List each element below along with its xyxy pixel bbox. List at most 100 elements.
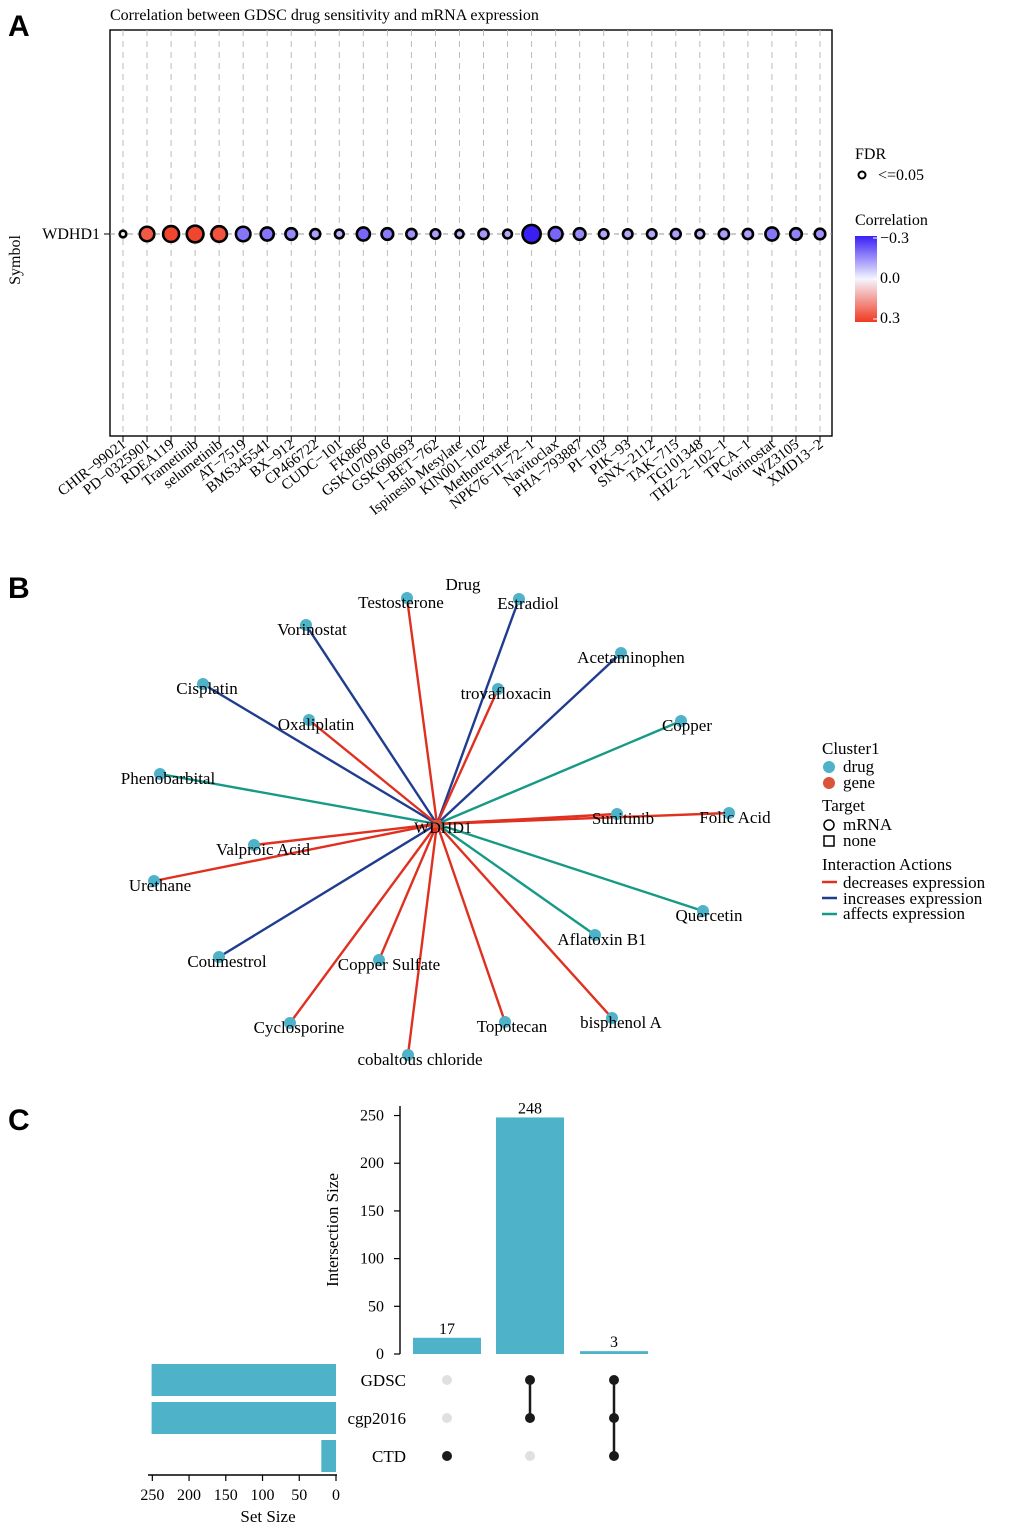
panel-a-x-tick-labels: CHIR−99021PD−0325901RDEA119Trametinibsel… xyxy=(55,436,826,519)
set-tick-label: 0 xyxy=(332,1487,340,1504)
panel-label-b: B xyxy=(8,572,30,605)
drug-node-label: Aflatoxin B1 xyxy=(557,930,646,949)
panel-a-legend: FDR <=0.05 Correlation −0.3 0.0 0.3 xyxy=(855,146,928,327)
panel-b-edges xyxy=(153,597,730,1056)
drug-node xyxy=(697,905,709,917)
panel-c-set-bars xyxy=(151,1364,336,1472)
set-tick-label: 200 xyxy=(177,1487,201,1504)
legend-drug-label: drug xyxy=(843,757,875,776)
matrix-dot-active xyxy=(609,1375,619,1385)
bubble-point xyxy=(333,228,345,240)
legend-gene-dot xyxy=(823,777,835,789)
legend-decreases-label: decreases expression xyxy=(843,873,986,892)
drug-node-label: Copper xyxy=(662,716,712,735)
bubble-point xyxy=(764,226,780,242)
bubble-point xyxy=(355,226,372,242)
drug-node-label: Valproic Acid xyxy=(216,840,310,859)
bubble-point xyxy=(741,227,755,241)
edge xyxy=(406,823,439,1056)
legend-mrna-shape xyxy=(823,819,835,831)
drug-node xyxy=(284,1017,296,1029)
edge xyxy=(253,822,438,847)
bubble-point xyxy=(788,226,804,242)
panel-a-plot-border xyxy=(109,29,833,437)
bubble-point xyxy=(284,226,299,242)
set-size-bar xyxy=(321,1440,336,1472)
set-size-bar xyxy=(151,1402,336,1434)
legend-fdr-item: <=0.05 xyxy=(878,167,924,184)
matrix-dot-active xyxy=(525,1375,535,1385)
edge xyxy=(304,624,439,825)
drug-node-label: Copper Sulfate xyxy=(338,955,440,974)
y-tick-label: 100 xyxy=(360,1251,384,1268)
matrix-dot-active xyxy=(442,1451,452,1461)
matrix-dot-active xyxy=(525,1413,535,1423)
bubble-point xyxy=(717,227,731,241)
set-name-label: cgp2016 xyxy=(347,1409,406,1428)
drug-node-label: Quercetin xyxy=(675,906,743,925)
edge xyxy=(159,772,438,826)
legend-fdr-dot xyxy=(857,170,867,180)
bubble-point xyxy=(694,228,706,240)
bubble-point xyxy=(501,228,514,240)
edge xyxy=(436,811,730,826)
drug-node-label: Sunitinib xyxy=(592,809,654,828)
y-tick-label: 50 xyxy=(368,1298,384,1315)
drug-node-label: Phenobarbital xyxy=(121,769,216,788)
drug-node xyxy=(499,1016,511,1028)
bubble-point xyxy=(547,225,564,243)
bar-value-label: 248 xyxy=(518,1100,542,1117)
bubble-point xyxy=(645,227,658,241)
panel-a-ylabel: Symbol xyxy=(7,235,24,285)
panel-label-a: A xyxy=(8,10,30,43)
bubble-point xyxy=(597,227,610,241)
bubble-point xyxy=(259,226,276,242)
panel-label-c: C xyxy=(8,1104,30,1137)
set-size-bar xyxy=(151,1364,336,1396)
matrix-dot-active xyxy=(609,1451,619,1461)
drug-node xyxy=(154,768,166,780)
bubble-point xyxy=(477,227,490,241)
drug-node xyxy=(606,1012,618,1024)
bubble-point xyxy=(210,224,229,244)
panel-a-title: Correlation between GDSC drug sensitivit… xyxy=(110,7,539,24)
set-tick-label: 50 xyxy=(291,1487,307,1504)
set-name-label: GDSC xyxy=(361,1371,406,1390)
drug-node xyxy=(248,839,260,851)
bubble-point xyxy=(669,227,683,241)
edge xyxy=(436,823,596,936)
edge xyxy=(289,823,438,1024)
drug-node-label: Cisplatin xyxy=(176,679,238,698)
legend-affects-label: affects expression xyxy=(843,904,965,923)
intersection-bar xyxy=(413,1337,481,1354)
drug-node-label: bisphenol A xyxy=(580,1013,662,1032)
legend-none-label: none xyxy=(843,831,876,850)
legend-tick-label: 0.3 xyxy=(880,310,900,327)
panel-b-legend: Cluster1 drug gene Target mRNA none Inte… xyxy=(822,739,986,923)
legend-gene-label: gene xyxy=(843,773,875,792)
drug-node-label: Vorinostat xyxy=(277,620,347,639)
edge xyxy=(153,822,438,883)
y-tick-label: 250 xyxy=(360,1108,384,1125)
drug-node-label: Acetaminophen xyxy=(577,648,685,667)
matrix-dot-active xyxy=(609,1413,619,1423)
drug-node-label: Estradiol xyxy=(497,594,559,613)
drug-node-label: cobaltous chloride xyxy=(357,1050,482,1069)
bubble-point xyxy=(185,224,205,244)
edge xyxy=(377,823,439,961)
bubble-point xyxy=(521,223,542,245)
drug-node xyxy=(402,1049,414,1061)
drug-node-label: Cyclosporine xyxy=(254,1018,345,1037)
bubble-point xyxy=(572,226,587,242)
drug-node xyxy=(401,592,413,604)
panel-b-title: Drug xyxy=(446,575,481,594)
center-node xyxy=(433,820,441,828)
bubble-point xyxy=(118,229,128,239)
drug-node-label: Oxaliplatin xyxy=(278,715,355,734)
y-tick-label: WDHD1 xyxy=(42,226,100,243)
y-tick-label: 200 xyxy=(360,1155,384,1172)
